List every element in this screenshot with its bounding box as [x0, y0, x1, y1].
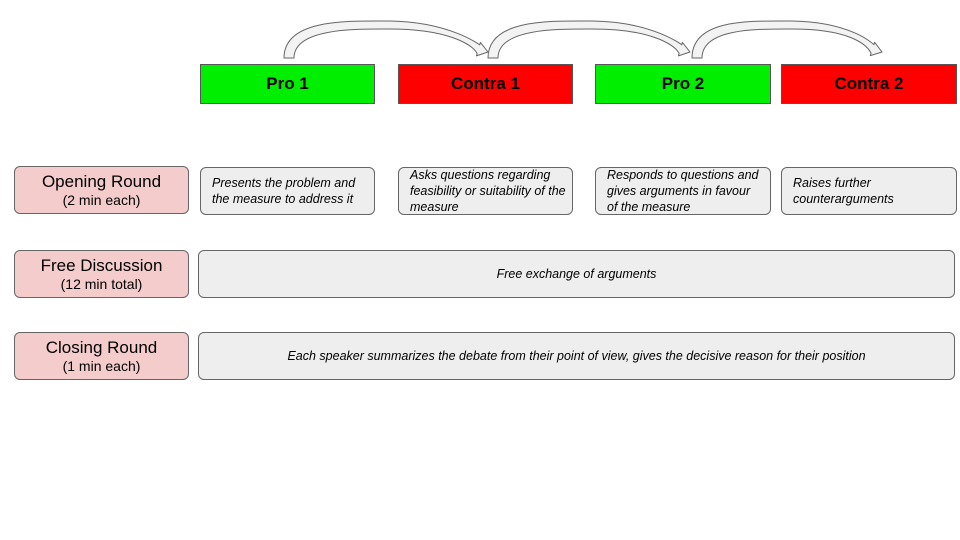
phase-opening-round-duration: (2 min each): [62, 191, 141, 208]
phase-closing-round: Closing Round (1 min each): [14, 332, 189, 380]
opening-pro-2-description: Responds to questions and gives argument…: [595, 167, 771, 215]
speaker-contra-2-label: Contra 2: [834, 74, 904, 93]
opening-contra-2-text: Raises further counterarguments: [793, 176, 894, 206]
speaker-contra-1-label: Contra 1: [451, 74, 520, 93]
speaker-pro-1: Pro 1: [200, 64, 375, 104]
opening-contra-1-text: Asks questions regarding feasibility or …: [410, 168, 566, 214]
free-discussion-description: Free exchange of arguments: [198, 250, 955, 298]
phase-free-discussion: Free Discussion (12 min total): [14, 250, 189, 298]
phase-opening-round-title: Opening Round: [41, 172, 162, 192]
arrow-pro-2-to-contra-2: [691, 20, 883, 59]
speaker-contra-2: Contra 2: [781, 64, 957, 104]
phase-free-discussion-title: Free Discussion: [40, 256, 163, 276]
phase-closing-round-title: Closing Round: [45, 338, 158, 358]
free-discussion-text: Free exchange of arguments: [496, 267, 657, 281]
speaker-pro-2: Pro 2: [595, 64, 771, 104]
speaker-pro-1-label: Pro 1: [266, 74, 309, 93]
speaker-contra-1: Contra 1: [398, 64, 573, 104]
phase-free-discussion-duration: (12 min total): [60, 275, 143, 292]
opening-pro-2-text: Responds to questions and gives argument…: [607, 168, 759, 214]
opening-contra-1-description: Asks questions regarding feasibility or …: [398, 167, 573, 215]
opening-pro-1-description: Presents the problem and the measure to …: [200, 167, 375, 215]
arrow-contra-1-to-pro-2: [487, 20, 691, 59]
closing-round-text: Each speaker summarizes the debate from …: [287, 349, 866, 363]
phase-opening-round: Opening Round (2 min each): [14, 166, 189, 214]
opening-pro-1-text: Presents the problem and the measure to …: [212, 176, 356, 206]
phase-closing-round-duration: (1 min each): [62, 357, 141, 374]
arrow-pro-1-to-contra-1: [283, 20, 489, 59]
closing-round-description: Each speaker summarizes the debate from …: [198, 332, 955, 380]
speaker-pro-2-label: Pro 2: [661, 74, 705, 93]
opening-contra-2-description: Raises further counterarguments: [781, 167, 957, 215]
